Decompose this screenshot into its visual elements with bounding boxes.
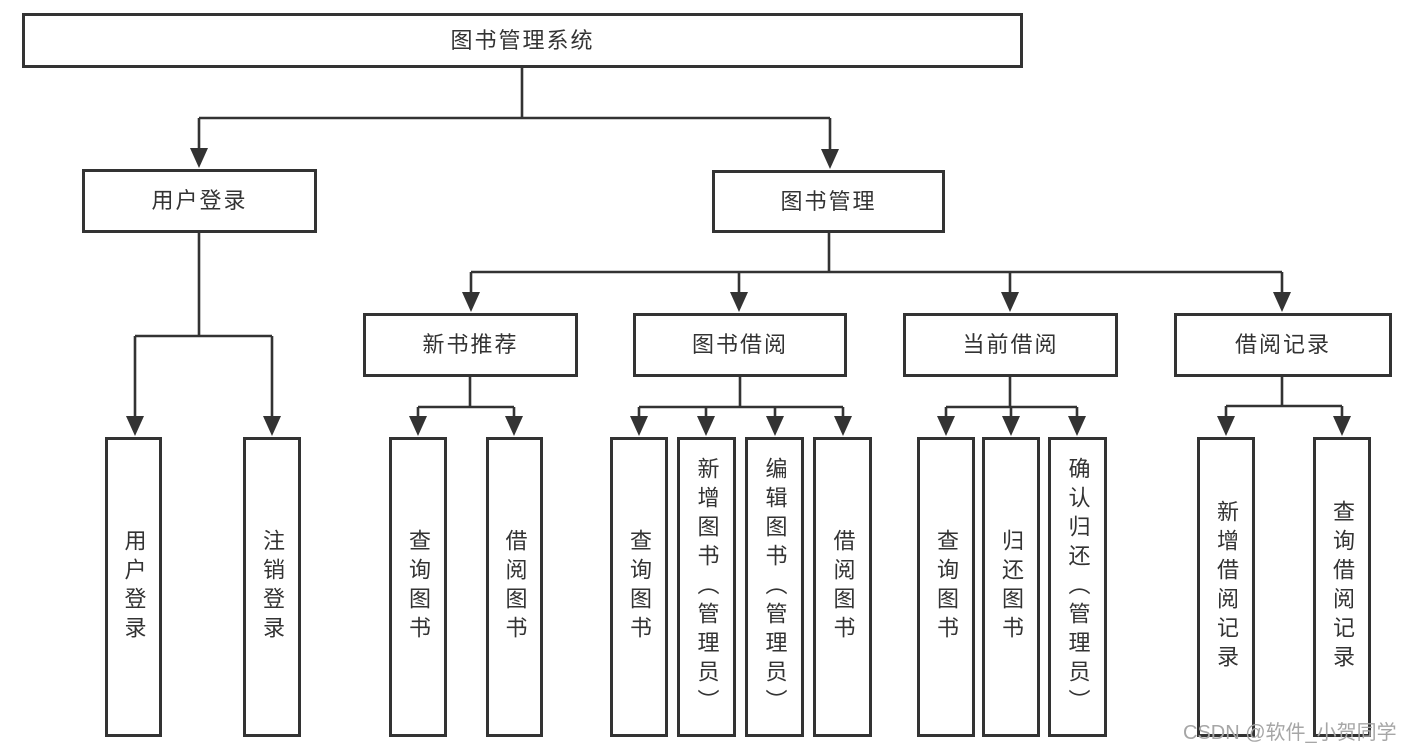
arrowheads (126, 148, 1351, 436)
node-label: 查询借阅记录 (1330, 500, 1355, 674)
node-leaf-query-borrow-record: 查询借阅记录 (1313, 437, 1371, 737)
node-label: 查询图书 (627, 529, 652, 645)
node-current-borrowing: 当前借阅 (903, 313, 1118, 377)
node-leaf-query-books-recommend: 查询图书 (389, 437, 447, 737)
node-leaf-borrow-books: 借阅图书 (813, 437, 872, 737)
node-leaf-logout: 注销登录 (243, 437, 301, 737)
node-label: 图书借阅 (691, 332, 788, 357)
node-leaf-add-books-admin: 新增图书（管理员） (677, 437, 736, 737)
node-label: 图书管理 (780, 188, 877, 214)
node-leaf-query-books-current: 查询图书 (917, 437, 975, 737)
node-leaf-confirm-return-admin: 确认归还（管理员） (1048, 437, 1107, 737)
node-label: 归还图书 (999, 529, 1024, 645)
node-label: 注销登录 (260, 529, 285, 645)
node-label: 新书推荐 (422, 332, 519, 357)
node-user-login: 用户登录 (82, 169, 317, 233)
node-label: 用户登录 (151, 188, 248, 213)
node-leaf-return-books: 归还图书 (982, 437, 1040, 737)
node-label: 确认归还（管理员） (1065, 456, 1091, 718)
node-borrowing-records: 借阅记录 (1174, 313, 1392, 377)
csdn-watermark: CSDN @软件_小贺同学 (1183, 722, 1397, 744)
node-label: 当前借阅 (962, 332, 1059, 357)
node-leaf-borrow-books-recommend: 借阅图书 (486, 437, 543, 737)
node-label: 借阅图书 (502, 529, 528, 645)
node-label: 新增借阅记录 (1214, 500, 1239, 674)
node-label: 查询图书 (406, 529, 431, 645)
node-label: 新增图书（管理员） (694, 456, 720, 718)
node-label: 用户登录 (121, 529, 147, 645)
node-book-management: 图书管理 (712, 170, 945, 233)
node-new-book-recommend: 新书推荐 (363, 313, 578, 377)
node-library-system: 图书管理系统 (22, 13, 1023, 68)
node-leaf-query-books-borrow: 查询图书 (610, 437, 668, 737)
node-label: 查询图书 (934, 529, 959, 645)
node-label: 借阅记录 (1234, 332, 1331, 357)
node-book-borrowing: 图书借阅 (633, 313, 847, 377)
node-label: 编辑图书（管理员） (762, 456, 788, 718)
node-leaf-edit-books-admin: 编辑图书（管理员） (745, 437, 804, 737)
node-leaf-add-borrow-record: 新增借阅记录 (1197, 437, 1255, 737)
node-leaf-user-login: 用户登录 (105, 437, 162, 737)
node-label: 借阅图书 (830, 529, 856, 645)
node-label: 图书管理系统 (450, 27, 595, 53)
connector-segments (133, 68, 1344, 420)
